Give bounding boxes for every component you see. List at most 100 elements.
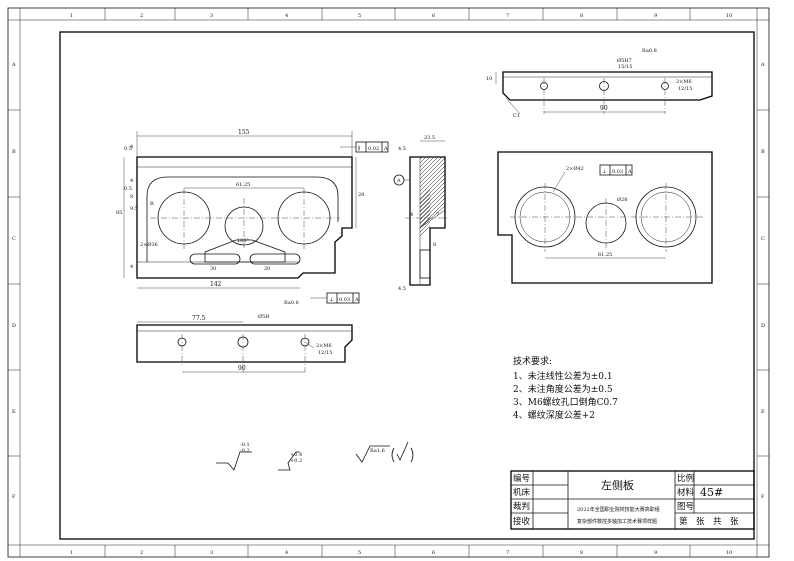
- tb-label-jieshou: 接收: [513, 516, 531, 527]
- main-slot-right: [249, 253, 301, 265]
- section-hatch: [419, 156, 446, 237]
- dim-text: 155: [238, 129, 250, 136]
- gtol-symbol: ⊥: [329, 297, 334, 303]
- side-section-view: 23.5 4.5 4 7 8 4.5 A: [393, 135, 448, 292]
- col-label: 5: [358, 550, 361, 556]
- dim-text: 4: [130, 178, 133, 184]
- dim-text: 2×M6: [676, 79, 692, 85]
- dim-text: 12/15: [318, 350, 332, 356]
- tb-label-caipan: 裁判: [513, 501, 530, 512]
- col-label: 7: [506, 550, 509, 556]
- dim-text: 12/15: [678, 86, 692, 92]
- dim-text: 2×M6: [316, 343, 332, 349]
- dim-text: 85: [116, 210, 122, 216]
- dim-text: 0.5: [124, 146, 132, 152]
- dim-text: 2×Ø42: [566, 165, 584, 172]
- tb-material: 45#: [700, 486, 723, 499]
- col-label: 4: [285, 13, 288, 19]
- dim-text: 30: [210, 266, 216, 272]
- notes-title: 技术要求:: [513, 355, 552, 367]
- dim-text: 7: [436, 212, 439, 218]
- dim-text: 2×Ø36: [140, 241, 158, 248]
- row-label: A: [760, 62, 765, 68]
- row-label: B: [12, 149, 16, 155]
- tb-org-line1: 2022年全国职业院校技能大赛高职组: [577, 506, 660, 513]
- tb-label-cailiao: 材料: [677, 487, 695, 498]
- main-inner-arch: [146, 176, 339, 222]
- col-label: 1: [70, 550, 73, 556]
- col-label: 5: [358, 13, 361, 19]
- roughness-value: Ra1.6: [370, 448, 385, 454]
- tol-upper: -0.1: [240, 442, 250, 448]
- col-label: 7: [506, 13, 509, 19]
- title-block: 编号 机床 裁判 接收 左侧板 2022年全国职业院校技能大赛高职组 复杂部件数…: [510, 470, 755, 530]
- col-label: 2: [140, 550, 143, 556]
- tb-label-tuhao: 图号: [677, 502, 694, 512]
- tb-org-line2: 复杂部件数控多轴加工技术赛项样题: [577, 518, 657, 525]
- datum-label: A: [396, 178, 401, 184]
- col-label: 4: [285, 550, 288, 556]
- gtol-value: 0.03: [339, 297, 350, 303]
- dim-text: Ø5H7: [617, 57, 632, 64]
- dim-text: R: [150, 201, 154, 207]
- dim-text: Ra0.8: [642, 48, 657, 54]
- technical-requirements: 技术要求: 1、未注线性公差为±0.1 2、未注角度公差为±0.5 3、M6螺纹…: [513, 355, 618, 421]
- dim-text: 100°: [237, 238, 250, 244]
- col-label: 9: [654, 550, 657, 556]
- inner-frame: [59, 31, 755, 540]
- gtol-symbol: ∥: [358, 145, 360, 152]
- row-label: D: [12, 323, 16, 329]
- dim-text: Ra0.8: [284, 300, 299, 306]
- dim-text: 20: [264, 266, 270, 272]
- tb-label-bili: 比例: [677, 473, 694, 484]
- dim-text: 28: [358, 192, 364, 198]
- dim-text: 4.5: [398, 146, 406, 152]
- tol-lower: +0.2: [290, 458, 302, 464]
- dim-text: 0.5: [124, 186, 132, 192]
- gtol-value: 0.02: [368, 146, 379, 152]
- gtol-symbol: ⊥: [602, 169, 607, 175]
- dim-text: 9.5: [130, 206, 138, 212]
- dim-text: 142: [210, 281, 222, 288]
- gtol-ref: A: [383, 146, 388, 152]
- dim-text: 4: [130, 144, 133, 150]
- dim-text: C1: [513, 113, 520, 119]
- dim-text: 61.25: [598, 252, 612, 258]
- outer-border: [7, 7, 770, 558]
- row-label: E: [761, 409, 765, 415]
- dim-text: 77.5: [192, 315, 206, 322]
- bottom-view: 77.5 90 Ø5H Ra0.8 2×M6 12/15: [136, 300, 353, 373]
- main-outline: [136, 156, 353, 279]
- col-label: 8: [580, 13, 583, 19]
- dim-text: 10: [486, 76, 492, 82]
- main-slot-left: [189, 253, 241, 265]
- tb-label-jichuang: 机床: [513, 487, 531, 498]
- row-label: C: [761, 236, 765, 242]
- col-label: 10: [726, 13, 732, 19]
- tb-label-bianhao: 编号: [513, 473, 530, 484]
- tb-sheet: 第 张 共 张: [679, 516, 739, 527]
- main-front-view: 155 61.25 142 85 28 30 20 100° 2×Ø36 R 4…: [116, 129, 389, 304]
- tol-lower: -0.2: [240, 448, 250, 454]
- row-label: B: [761, 149, 765, 155]
- row-label: F: [761, 494, 765, 500]
- row-label: E: [12, 409, 16, 415]
- col-label: 8: [580, 550, 583, 556]
- dim-text: 8: [433, 242, 436, 248]
- dim-text: 61.25: [236, 182, 250, 188]
- notes-item: 2、未注角度公差为±0.5: [513, 383, 613, 395]
- notes-item: 4、螺纹深度公差+2: [513, 409, 595, 421]
- tol-upper: +0.4: [290, 452, 302, 458]
- tb-part-name: 左侧板: [601, 478, 634, 492]
- col-label: 1: [70, 13, 73, 19]
- gtol-ref: A: [354, 297, 359, 303]
- general-symbols: -0.1 -0.2 +0.4 +0.2 Ra1.6: [216, 441, 414, 471]
- dim-text: 8: [130, 194, 133, 200]
- col-label: 2: [140, 13, 143, 19]
- dim-text: 15/15: [618, 64, 632, 70]
- dim-text: 23.5: [424, 135, 435, 141]
- notes-item: 3、M6螺纹孔口倒角C0.7: [513, 396, 618, 408]
- notes-item: 1、未注线性公差为±0.1: [513, 370, 613, 382]
- zone-ticks: [8, 8, 769, 557]
